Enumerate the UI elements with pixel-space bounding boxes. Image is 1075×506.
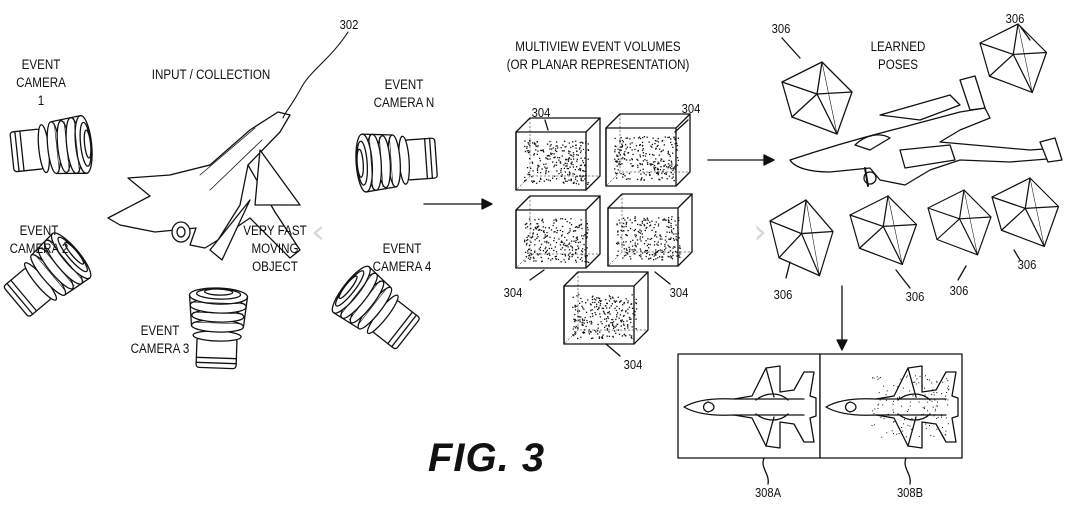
ref-302: 302 — [339, 17, 359, 32]
ref-308b: 308B — [896, 485, 924, 500]
event-camera-1 — [8, 114, 96, 182]
event-camera-n — [353, 128, 439, 194]
ref-304-c: 304 — [503, 285, 523, 300]
ref-304-d: 304 — [669, 285, 689, 300]
leader-302 — [282, 31, 349, 119]
ref-306-b: 306 — [1005, 11, 1025, 26]
pose-cluster — [849, 195, 918, 266]
label-event-camera-3: EVENT CAMERA 3 — [130, 323, 190, 356]
pose-cluster — [979, 23, 1048, 94]
label-event-camera-n: EVENT CAMERA N — [373, 77, 435, 110]
ref-306-d: 306 — [905, 289, 925, 304]
next-arrow-icon[interactable]: › — [753, 212, 767, 252]
event-volume-grid — [515, 113, 693, 345]
label-event-camera-4: EVENT CAMERA 4 — [372, 241, 432, 274]
label-very-fast-moving-object: VERY FAST MOVING OBJECT — [243, 223, 307, 274]
learned-pose-jet — [789, 75, 1063, 187]
fast-moving-jet — [107, 111, 301, 261]
event-camera-3 — [186, 286, 249, 370]
ref-304-e: 304 — [623, 357, 643, 372]
label-input-collection: INPUT / COLLECTION — [151, 67, 271, 82]
ref-304-a: 304 — [531, 105, 551, 120]
label-multiview-event-volumes: MULTIVIEW EVENT VOLUMES (OR PLANAR REPRE… — [506, 39, 690, 72]
label-event-camera-1: EVENT CAMERA 1 — [16, 57, 66, 108]
figure-title: FIG. 3 — [428, 436, 546, 480]
prev-arrow-icon[interactable]: ‹ — [311, 212, 325, 252]
ref-306-e: 306 — [949, 283, 969, 298]
label-event-camera-2: EVENT CAMERA 2 — [9, 223, 69, 256]
ref-304-b: 304 — [681, 101, 701, 116]
pose-cluster — [781, 61, 853, 135]
pose-cluster — [927, 189, 992, 256]
event-volume — [515, 117, 601, 191]
ref-306-a: 306 — [771, 21, 791, 36]
ref-308a: 308A — [754, 485, 782, 500]
ref-306-f: 306 — [1017, 257, 1037, 272]
pose-cluster — [991, 177, 1060, 248]
label-learned-poses: LEARNED POSES — [870, 39, 926, 72]
pose-cluster — [769, 199, 834, 277]
ref-306-c: 306 — [773, 287, 793, 302]
event-camera-4 — [326, 261, 427, 358]
